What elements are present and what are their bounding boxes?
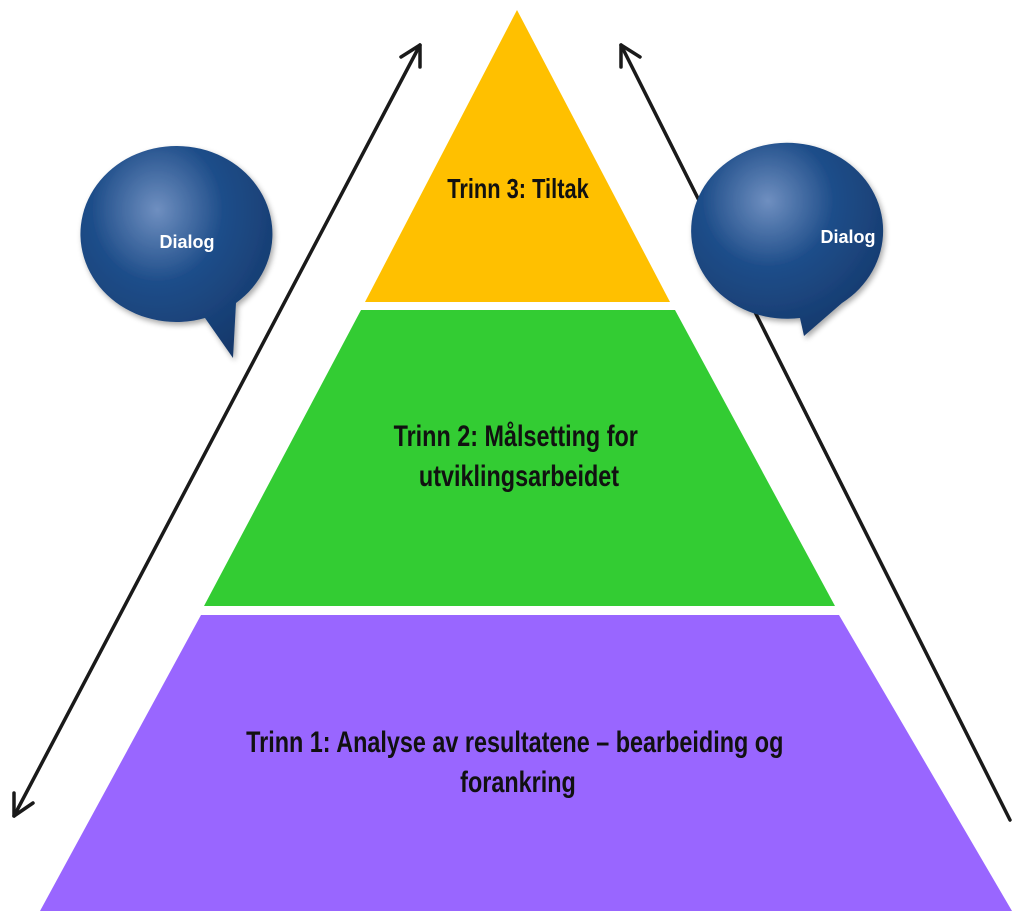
tier-2-label: Trinn 2: Målsetting for utviklingsarbeid… — [394, 419, 645, 492]
left-arrow-head-bottom — [12, 791, 35, 818]
bubble-right: Dialog — [691, 142, 884, 336]
arrows — [12, 43, 1012, 822]
tier-1-label: Trinn 1: Analyse av resultatene – bearbe… — [246, 725, 790, 798]
right-arrow-shaft — [619, 43, 1012, 822]
tier-2-label-line-2: utviklingsarbeidet — [419, 459, 619, 492]
bubble-left-label: Dialog — [159, 232, 214, 252]
right-double-arrow — [619, 43, 1012, 822]
tier-1-label-line-2: forankring — [460, 765, 576, 798]
bubble-right-label: Dialog — [820, 227, 875, 247]
tier-3-label: Trinn 3: Tiltak — [447, 173, 589, 204]
tier-1-label-line-1: Trinn 1: Analyse av resultatene – bearbe… — [246, 725, 783, 758]
bubble-right-shape — [691, 142, 884, 336]
tier-1-shape — [40, 615, 1012, 911]
tier-2-label-line-1: Trinn 2: Målsetting for — [394, 419, 639, 452]
left-arrow-head-top — [399, 43, 422, 69]
bubble-left-shape — [80, 145, 273, 358]
tier-2-shape — [204, 310, 835, 606]
right-arrow-head-top — [619, 43, 642, 69]
left-double-arrow — [12, 43, 422, 818]
pyramid: Trinn 3: Tiltak Trinn 2: Målsetting for … — [40, 10, 1012, 911]
tier-3-shape — [365, 10, 670, 302]
tier-3-label-line-1: Trinn 3: Tiltak — [447, 173, 589, 204]
left-arrow-shaft — [12, 43, 422, 818]
bubble-left: Dialog — [80, 145, 273, 358]
